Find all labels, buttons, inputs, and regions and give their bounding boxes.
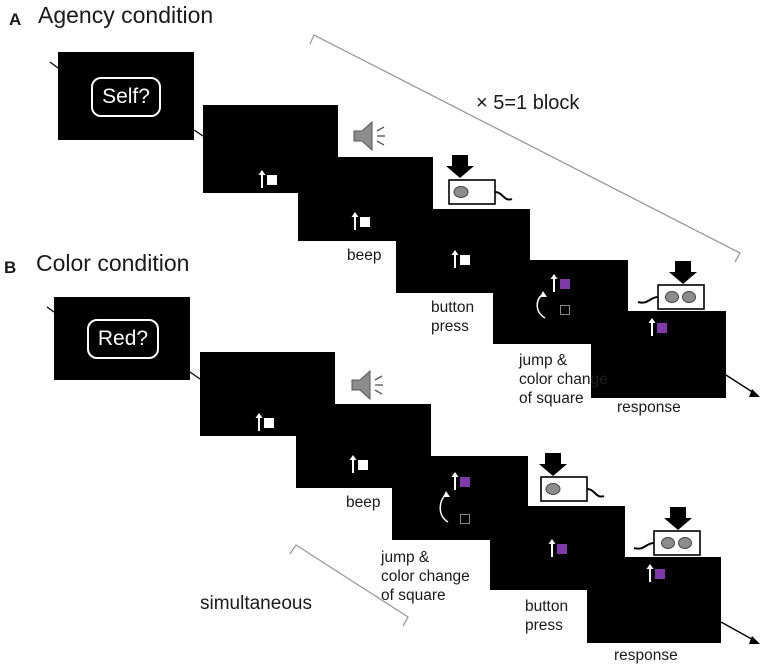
b-timeline-start bbox=[46, 306, 55, 313]
a-timeline-start bbox=[49, 61, 59, 69]
white-square bbox=[267, 175, 277, 185]
b-question-bubble: Red? bbox=[87, 319, 159, 359]
up-arrow-icon bbox=[451, 472, 459, 490]
up-arrow-icon bbox=[351, 212, 359, 230]
a-caption-jump: jump & color change of square bbox=[519, 352, 608, 407]
purple-square bbox=[655, 569, 665, 579]
white-square bbox=[360, 217, 370, 227]
press-arrow-icon bbox=[664, 507, 692, 530]
purple-square bbox=[460, 477, 470, 487]
a-caption-response: response bbox=[617, 399, 681, 416]
b-response-screen bbox=[587, 557, 721, 643]
a-question-bubble: Self? bbox=[91, 77, 161, 117]
b-timeline-seg bbox=[189, 371, 201, 380]
up-arrow-icon bbox=[349, 455, 357, 473]
up-arrow-icon bbox=[451, 250, 459, 268]
b-caption-jump: jump & color change of square bbox=[381, 549, 470, 604]
old-square-outline bbox=[460, 514, 470, 524]
up-arrow-icon bbox=[646, 564, 654, 582]
panel-a-letter: A bbox=[9, 10, 22, 29]
a-timeline-seg bbox=[193, 129, 204, 137]
panel-b-letter: B bbox=[4, 258, 17, 277]
simultaneous-label: simultaneous bbox=[200, 593, 312, 614]
a-caption-button-press: button press bbox=[431, 299, 475, 335]
up-arrow-icon bbox=[255, 413, 263, 431]
button-box-icon bbox=[446, 155, 513, 205]
up-arrow-icon bbox=[550, 274, 558, 292]
jump-arrow-icon bbox=[536, 291, 547, 319]
b-timeline-arrowhead bbox=[749, 636, 760, 644]
old-square-outline bbox=[560, 305, 570, 315]
up-arrow-icon bbox=[548, 539, 556, 557]
speaker-icon bbox=[353, 120, 385, 152]
a-response-screen bbox=[591, 311, 726, 398]
b-caption-response: response bbox=[614, 647, 678, 664]
a-timeline-end bbox=[725, 374, 758, 396]
purple-square bbox=[657, 323, 667, 333]
button-box-icon bbox=[539, 453, 605, 502]
a-timeline-arrowhead bbox=[749, 389, 760, 397]
white-square bbox=[264, 418, 274, 428]
press-arrow-icon bbox=[446, 155, 474, 178]
button-box-icon bbox=[633, 507, 701, 556]
up-arrow-icon bbox=[648, 318, 656, 336]
panel-a-title: Agency condition bbox=[38, 2, 214, 28]
b-caption-button-press: button press bbox=[525, 598, 569, 634]
button-box-icon bbox=[637, 261, 705, 310]
speaker-icon bbox=[351, 369, 383, 401]
b-caption-beep: beep bbox=[346, 494, 381, 511]
up-arrow-icon bbox=[258, 170, 266, 188]
repeat-label: × 5=1 block bbox=[476, 92, 580, 114]
b-timeline-end bbox=[720, 621, 758, 643]
press-arrow-icon bbox=[669, 261, 697, 284]
jump-arrow-icon bbox=[439, 491, 450, 523]
b-question-screen: Red? bbox=[54, 297, 190, 380]
purple-square bbox=[557, 544, 567, 554]
a-caption-beep: beep bbox=[347, 247, 382, 264]
press-arrow-icon bbox=[539, 453, 567, 476]
white-square bbox=[358, 460, 368, 470]
a-question-screen: Self? bbox=[58, 52, 194, 140]
panel-b-title: Color condition bbox=[36, 250, 190, 276]
white-square bbox=[460, 255, 470, 265]
b-beep-screen bbox=[296, 404, 431, 488]
purple-square bbox=[560, 279, 570, 289]
